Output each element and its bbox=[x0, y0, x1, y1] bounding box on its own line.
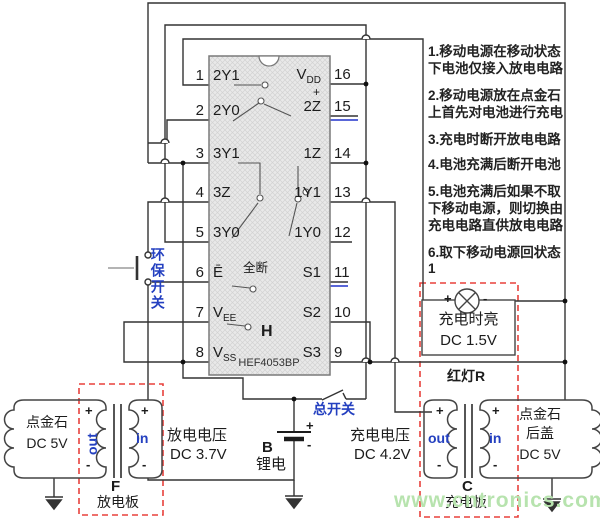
pin-14-label: 1Z bbox=[303, 145, 321, 162]
note-5-line-3: 充电电路直供放电电路 bbox=[428, 218, 563, 233]
note-2-line-1: 2.移动电源放在点金石 bbox=[428, 88, 561, 103]
note-1-line-1: 1.移动电源在移动状态 bbox=[428, 44, 561, 59]
charge-out-plus: + bbox=[436, 403, 444, 418]
discharge-in-label: in bbox=[136, 430, 149, 446]
pin-7-number: 7 bbox=[195, 304, 204, 321]
cover-label-line3: DC 5V bbox=[519, 446, 561, 462]
main-switch-label: 总开关 bbox=[313, 401, 355, 417]
pin-12-number: 12 bbox=[334, 224, 351, 241]
wire-hops bbox=[160, 34, 400, 363]
discharge-voltage-line2: DC 3.7V bbox=[170, 446, 227, 463]
pin-13-label: 1Y1 bbox=[294, 184, 321, 201]
pin-6-label: Ē bbox=[213, 264, 224, 281]
note-4: 4.电池充满后断开电池 bbox=[428, 157, 561, 172]
charge-voltage-line2: DC 4.2V bbox=[354, 446, 411, 463]
discharge-transformer bbox=[3, 399, 163, 479]
pin-15-number: 15 bbox=[334, 98, 351, 115]
pin-4-number: 4 bbox=[195, 184, 204, 201]
pad-label-line2: DC 5V bbox=[26, 435, 68, 451]
pin-10-number: 10 bbox=[334, 304, 351, 321]
pin-4-label: 3Z bbox=[213, 184, 231, 201]
pin-8-number: 8 bbox=[195, 344, 204, 361]
pin-7-label: VEE bbox=[213, 304, 237, 324]
discharge-out-plus: + bbox=[85, 403, 93, 418]
charge-out-label: out bbox=[428, 430, 450, 446]
charge-board-ref: C bbox=[462, 478, 473, 495]
ic-chip-body bbox=[208, 55, 331, 376]
pin-2-label: 2Y0 bbox=[213, 102, 240, 119]
pin-1-number: 1 bbox=[195, 67, 204, 84]
note-6: 6.取下移动电源回状态1 bbox=[428, 245, 561, 276]
ic-part-number: HEF4053BP bbox=[238, 357, 300, 369]
ground-symbols bbox=[45, 495, 561, 513]
discharge-in-plus: + bbox=[141, 403, 149, 418]
junction-dots bbox=[180, 81, 568, 402]
pin-3-number: 3 bbox=[195, 145, 204, 162]
charge-in-label: in bbox=[489, 430, 502, 446]
pin-16-label: VDD bbox=[296, 66, 321, 86]
cover-label-line1: 点金石 bbox=[519, 406, 561, 422]
vdd-plus-mark: + bbox=[313, 85, 321, 99]
eco-switch-symbol[interactable] bbox=[108, 251, 152, 286]
discharge-out-label: out bbox=[84, 433, 100, 455]
discharge-in-minus: - bbox=[142, 457, 147, 472]
pin-13-number: 13 bbox=[334, 184, 351, 201]
discharge-board-ref: F bbox=[111, 478, 121, 495]
lamp-plus-mark: + bbox=[444, 291, 452, 306]
pin-11-number: 11 bbox=[334, 264, 350, 281]
note-3: 3.充电时断开放电电路 bbox=[428, 132, 561, 147]
charge-out-minus: - bbox=[437, 457, 442, 472]
pin-15-label: 2Z bbox=[303, 98, 321, 115]
pin-10-label: S2 bbox=[302, 304, 321, 321]
pin-14-number: 14 bbox=[334, 145, 351, 162]
pin-16-number: 16 bbox=[334, 66, 351, 83]
note-5-line-1: 5.电池充满后如果不取 bbox=[428, 184, 561, 199]
cover-label-line2: 后盖 bbox=[526, 425, 554, 441]
discharge-board-outline bbox=[78, 383, 164, 516]
charge-lamp-box bbox=[421, 288, 516, 356]
pin-3-label: 3Y1 bbox=[213, 145, 240, 162]
discharge-voltage-line1: 放电电压 bbox=[167, 427, 228, 444]
note-1-line-2: 下电池仅接入放电电路 bbox=[428, 61, 563, 76]
note-5-line-2: 下移动电源，则切换由 bbox=[428, 201, 563, 216]
battery-minus-mark: - bbox=[307, 437, 312, 452]
pin-5-label: 3Y0 bbox=[213, 224, 240, 241]
pin-12-label: 1Y0 bbox=[294, 224, 321, 241]
charge-voltage-line1: 充电电压 bbox=[350, 427, 411, 444]
pin-5-number: 5 bbox=[195, 224, 204, 241]
eco-switch-label: 环保开关 bbox=[149, 247, 166, 311]
pad-label-line1: 点金石 bbox=[26, 414, 68, 430]
discharge-out-minus: - bbox=[86, 457, 91, 472]
pin-8-label: VSS bbox=[213, 344, 237, 364]
charge-board-name: 充电板 bbox=[445, 494, 487, 510]
pin-9-number: 9 bbox=[334, 344, 343, 361]
battery-ref: B bbox=[262, 439, 273, 456]
note-2-line-2: 上首先对电池进行充电 bbox=[428, 105, 563, 120]
lamp-minus-mark: - bbox=[483, 291, 488, 306]
red-lamp-label: 红灯R bbox=[447, 368, 486, 384]
lamp-caption-line2: DC 1.5V bbox=[440, 332, 497, 349]
enable-all-off-label: 全断 bbox=[243, 261, 269, 275]
lamp-caption-line1: 充电时亮 bbox=[438, 311, 499, 328]
charge-in-plus: + bbox=[492, 403, 500, 418]
discharge-board-name: 放电板 bbox=[97, 494, 139, 510]
pin-6-number: 6 bbox=[195, 264, 204, 281]
charge-in-minus: - bbox=[493, 457, 498, 472]
pin-1-label: 2Y1 bbox=[213, 67, 240, 84]
ic-suffix-mark: H bbox=[261, 323, 273, 340]
battery-name: 锂电 bbox=[256, 456, 287, 473]
pin-2-number: 2 bbox=[195, 102, 204, 119]
site-watermark: www.cntronics.com bbox=[394, 489, 600, 512]
battery-plus-mark: + bbox=[306, 418, 314, 433]
pin-9-label: S3 bbox=[302, 344, 321, 361]
charge-transformer bbox=[423, 399, 600, 479]
main-switch-symbol[interactable] bbox=[321, 389, 347, 401]
battery-symbol bbox=[277, 431, 311, 442]
pin-11-label: S1 bbox=[302, 264, 321, 281]
